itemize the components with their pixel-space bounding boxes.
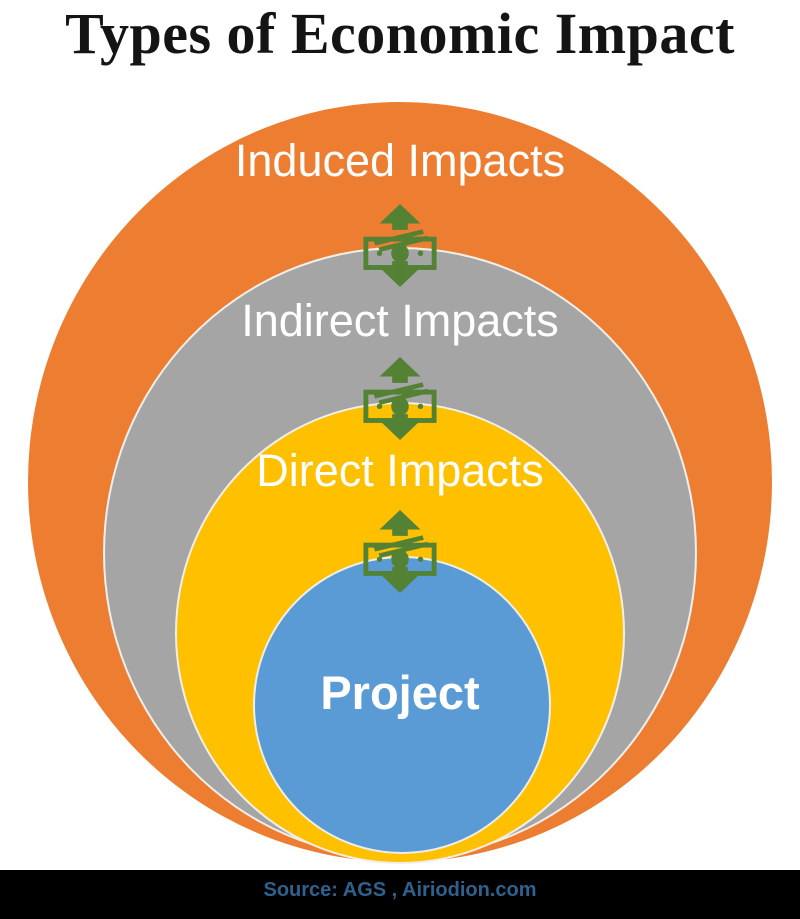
source-attribution: Source: AGS , Airiodion.com: [263, 879, 537, 901]
money-flow-icon: [363, 356, 437, 441]
label-induced-impacts: Induced Impacts: [234, 135, 566, 186]
label-direct-impacts: Direct Impacts: [256, 445, 544, 496]
money-flow-icon: [363, 203, 437, 288]
footer-bar: Source: AGS , Airiodion.com: [0, 870, 800, 919]
circle-project: [253, 556, 551, 854]
label-indirect-impacts: Indirect Impacts: [241, 295, 559, 346]
money-flow-icon: [363, 509, 437, 594]
page-title: Types of Economic Impact: [65, 1, 735, 66]
label-project: Project: [320, 666, 480, 719]
